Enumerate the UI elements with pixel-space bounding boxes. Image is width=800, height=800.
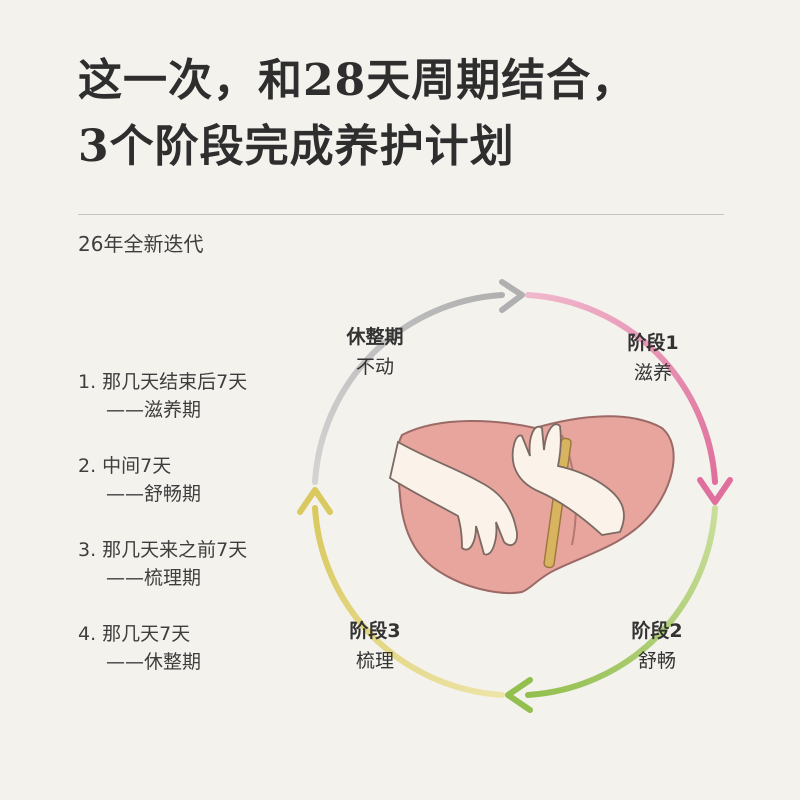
phase-label: 4. 那几天7天 <box>78 623 191 645</box>
headline-line-2: 3个阶段完成养护计划 <box>78 121 515 172</box>
node-stage1-sub: 滋养 <box>633 362 672 384</box>
headline: 这一次，和28天周期结合， 3个阶段完成养护计划 <box>78 48 636 180</box>
divider <box>78 214 724 215</box>
phase-label: 1. 那几天结束后7天 <box>78 371 248 393</box>
phase-item: 4. 那几天7天 ——休整期 <box>78 620 247 676</box>
subtitle: 26年全新迭代 <box>78 232 204 256</box>
node-stage3-sub: 梳理 <box>355 650 394 672</box>
node-stage1: 阶段1 滋养 <box>598 328 708 388</box>
ring-segment-stage1 <box>525 292 718 485</box>
node-stage2: 阶段2 舒畅 <box>602 616 712 676</box>
cycle-arrow-icon <box>505 677 533 713</box>
node-stage3-title: 阶段3 <box>349 620 401 642</box>
node-rest-title: 休整期 <box>346 326 404 348</box>
node-stage2-sub: 舒畅 <box>637 650 676 672</box>
ring-segment-rest <box>312 292 505 485</box>
node-rest-sub: 不动 <box>355 356 394 378</box>
cycle-arrow-icon <box>297 487 333 515</box>
phase-label: 2. 中间7天 <box>78 455 172 477</box>
phase-period: ——梳理期 <box>106 567 202 589</box>
phase-period: ——舒畅期 <box>106 483 202 505</box>
cycle-arrow-icon <box>697 477 733 505</box>
phase-period: ——休整期 <box>106 651 202 673</box>
ring-segment-stage2 <box>525 505 718 698</box>
headline-line-1: 这一次，和28天周期结合， <box>78 55 637 106</box>
phase-item: 1. 那几天结束后7天 ——滋养期 <box>78 368 247 424</box>
phase-label: 3. 那几天来之前7天 <box>78 539 248 561</box>
ring-segment-stage3 <box>312 505 505 698</box>
node-stage1-title: 阶段1 <box>627 332 679 354</box>
cycle-ring <box>297 279 733 713</box>
cycle-arrow-icon <box>499 279 525 313</box>
phase-list: 1. 那几天结束后7天 ——滋养期 2. 中间7天 ——舒畅期 3. 那几天来之… <box>78 368 247 704</box>
node-rest: 休整期 不动 <box>320 322 430 382</box>
phase-period: ——滋养期 <box>106 399 202 421</box>
phase-item: 2. 中间7天 ——舒畅期 <box>78 452 247 508</box>
cycle-diagram: 休整期 不动 阶段1 滋养 阶段2 舒畅 阶段3 梳理 <box>290 270 740 720</box>
hands-illustration <box>388 423 625 556</box>
phase-item: 3. 那几天来之前7天 ——梳理期 <box>78 536 247 592</box>
node-stage2-title: 阶段2 <box>631 620 683 642</box>
node-stage3: 阶段3 梳理 <box>320 616 430 676</box>
